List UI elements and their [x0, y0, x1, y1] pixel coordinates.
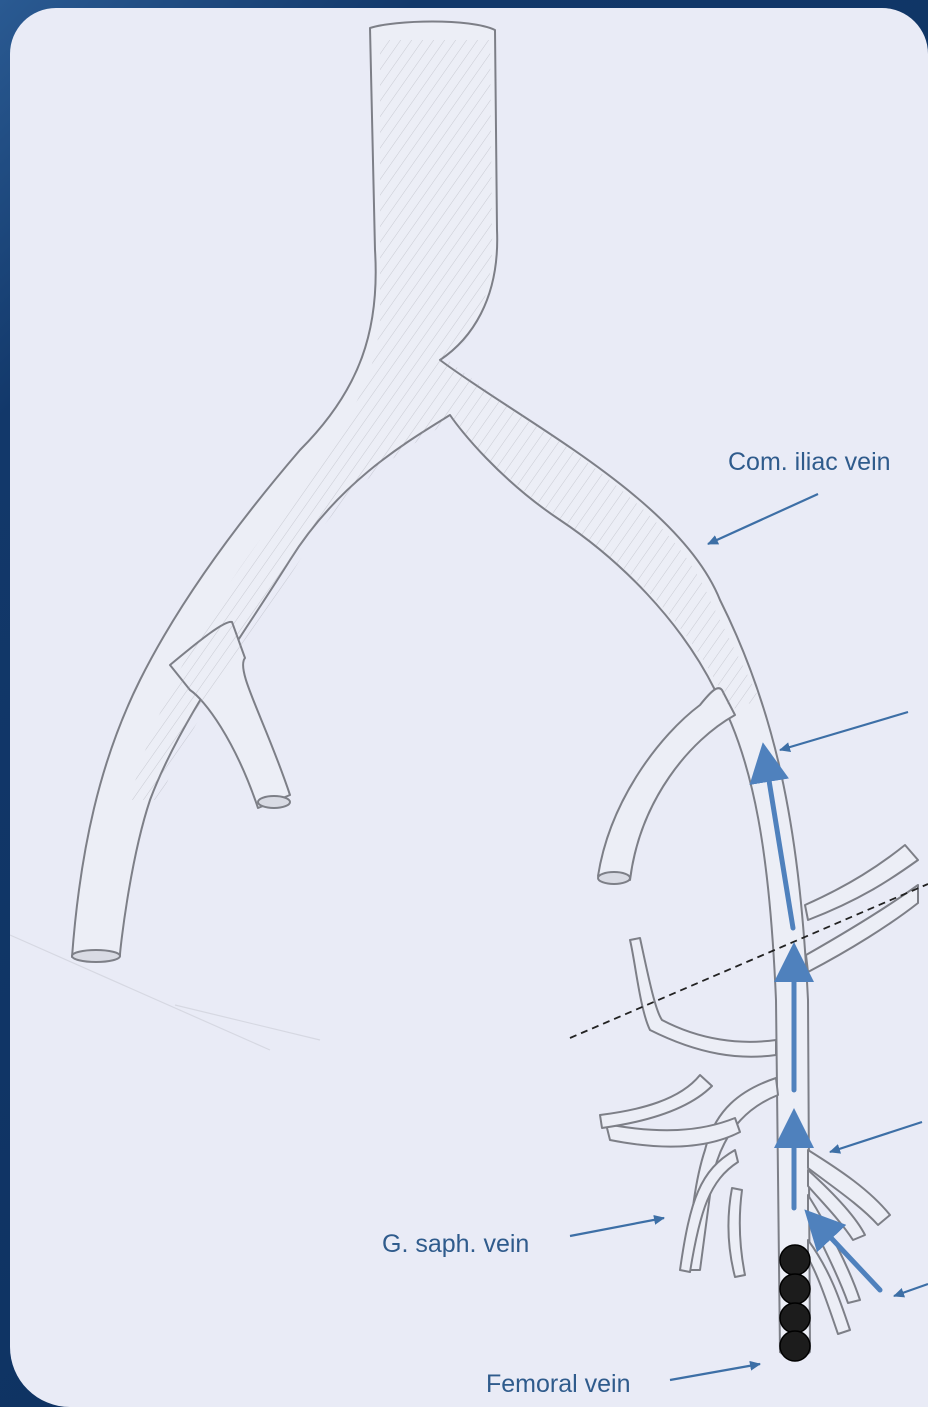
vein-drawing: [10, 8, 928, 1407]
saphenous-branch-e: [728, 1188, 745, 1277]
inguinal-dashed-line: [570, 884, 928, 1038]
occlusion-dot-icon: [780, 1331, 810, 1361]
pointer-arrow-icon: [708, 494, 818, 544]
occlusion-dot-icon: [780, 1303, 810, 1333]
pointer-arrow-icon: [570, 1218, 664, 1236]
left-leg-opening: [72, 950, 120, 962]
saphenous-branch-d: [600, 1075, 712, 1128]
pointer-arrow-icon: [780, 712, 908, 750]
pointer-arrow-icon: [894, 1284, 928, 1296]
right-internal-iliac: [598, 688, 735, 880]
occlusion-dot-icon: [780, 1274, 810, 1304]
occlusion-dot-icon: [780, 1245, 810, 1275]
pointer-arrow-icon: [670, 1364, 760, 1380]
pointer-arrow-icon: [830, 1122, 922, 1152]
iliac-vein-system: [72, 22, 918, 1357]
drawing-panel: Com. iliac vein G. saph. vein Femoral ve…: [10, 8, 928, 1407]
right-internal-opening: [598, 872, 630, 884]
great-saphenous-label: G. saph. vein: [382, 1230, 529, 1259]
common-iliac-label: Com. iliac vein: [728, 448, 891, 477]
left-internal-opening: [258, 796, 290, 808]
femoral-label: Femoral vein: [486, 1370, 631, 1399]
paper-lines: [10, 935, 320, 1050]
saphenous-branch-c: [630, 938, 776, 1057]
pointer-arrows: [570, 494, 928, 1380]
